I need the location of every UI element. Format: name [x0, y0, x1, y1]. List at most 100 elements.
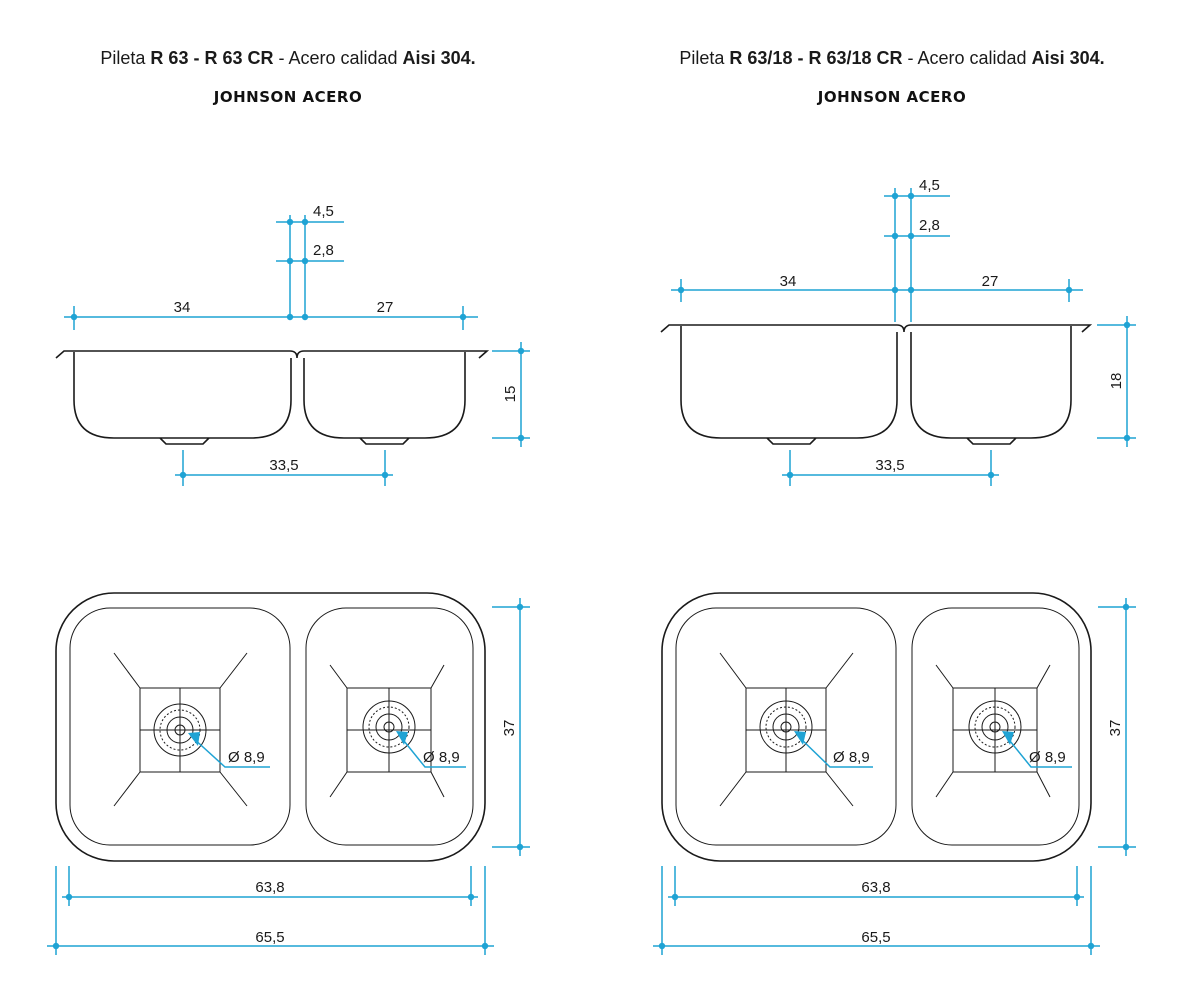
right-dim-dot: [891, 232, 899, 240]
drain-icon: [153, 703, 207, 757]
right-vgap-dim-lines: [884, 188, 950, 322]
right-sink-plan-outline: [661, 592, 1092, 862]
right-dim-outer-width: 65,5: [861, 929, 890, 946]
drain-grate-icon: [765, 706, 807, 748]
left-plan-depth-dim-line: [492, 598, 530, 856]
left-dim-plan-depth: 37: [501, 720, 518, 737]
right-dim-dot: [891, 286, 899, 294]
right-dim-dot: [786, 471, 794, 479]
left-dim-dot: [70, 313, 78, 321]
right-dim-drain-diameter-left: Ø 8,9: [833, 749, 870, 766]
right-dim-dot: [658, 942, 666, 950]
right-plan-depth-dim-line: [1098, 598, 1136, 856]
left-slope-lines-small: [329, 664, 445, 798]
left-dim-dot: [481, 942, 489, 950]
right-title-prefix: Pileta: [679, 48, 730, 68]
right-dim-dot: [1073, 893, 1081, 901]
right-dim-drain-diameter-right: Ø 8,9: [1029, 749, 1066, 766]
left-dim-dot: [459, 313, 467, 321]
right-title-material: Aisi 304.: [1031, 48, 1105, 68]
right-title-model: R 63/18 - R 63/18 CR: [729, 48, 903, 68]
left-drain-crosshair-small: [347, 688, 431, 772]
left-dim-dot: [516, 843, 524, 851]
right-slope-lines-small: [935, 664, 1051, 798]
right-sink-section-outline: [660, 324, 1093, 445]
right-dim-dot: [907, 232, 915, 240]
drain-inner-ring-icon: [375, 713, 403, 741]
left-dim-dot: [52, 942, 60, 950]
drain-center-icon: [780, 721, 792, 733]
left-brand: JOHNSON ACERO: [213, 88, 363, 106]
left-diameter-arrow: [188, 732, 200, 746]
left-width-dim-line: [64, 306, 478, 330]
right-diameter-arrow: [794, 731, 806, 745]
drain-center-icon: [383, 721, 395, 733]
left-slope-lines: [113, 652, 248, 807]
right-basin-small: [911, 607, 1080, 846]
right-dim-dot: [907, 192, 915, 200]
right-drain-crosshair-small: [953, 688, 1037, 772]
left-dim-inner-width: 63,8: [255, 879, 284, 896]
left-dim-dot: [179, 471, 187, 479]
drain-inner-ring-icon: [981, 713, 1009, 741]
left-dim-drain-diameter-left: Ø 8,9: [228, 749, 265, 766]
right-dim-depth: 18: [1108, 373, 1125, 390]
right-dim-drain-spacing: 33,5: [875, 457, 904, 474]
right-dim-top-gap: 4,5: [919, 177, 940, 194]
left-diameter-arrow-small: [396, 731, 408, 745]
right-dim-dot: [907, 286, 915, 294]
right-dim-dot: [1122, 843, 1130, 851]
drain-center-icon: [174, 724, 186, 736]
right-brand: JOHNSON ACERO: [817, 88, 967, 106]
left-sink-section-outline: [55, 350, 490, 445]
right-diameter-arrow-small: [1002, 731, 1014, 745]
right-dim-dot: [987, 471, 995, 479]
drain-center-icon: [989, 721, 1001, 733]
right-plan-view: Ø 8,9 Ø 8,9 37 63,8 65,5: [653, 592, 1136, 955]
left-dim-outer-width: 65,5: [255, 929, 284, 946]
drain-grate-icon: [974, 706, 1016, 748]
right-dim-dot: [1123, 321, 1131, 329]
right-title: Pileta R 63/18 - R 63/18 CR - Acero cali…: [679, 48, 1104, 69]
left-dim-dot: [301, 218, 309, 226]
left-dim-left-bowl: 34: [174, 299, 191, 316]
right-dim-dot: [677, 286, 685, 294]
drain-icon: [362, 700, 416, 754]
left-diameter-leader-small: [399, 735, 466, 768]
drain-icon: [759, 700, 813, 754]
left-dim-drain-diameter-right: Ø 8,9: [423, 749, 460, 766]
left-vgap-dim-lines: [276, 215, 344, 318]
left-dim-dot: [467, 893, 475, 901]
left-title-material: Aisi 304.: [402, 48, 476, 68]
left-section-view: 4,5 2,8 34 27 15 33,5: [55, 203, 530, 486]
right-dim-mid-gap: 2,8: [919, 217, 940, 234]
right-dim-dot: [1065, 286, 1073, 294]
left-dim-dot: [286, 313, 294, 321]
left-dim-dot: [286, 218, 294, 226]
left-basin-big: [69, 607, 291, 846]
left-dim-drain-spacing: 33,5: [269, 457, 298, 474]
right-drain-crosshair: [746, 688, 826, 772]
drain-icon: [968, 700, 1022, 754]
drain-inner-ring-icon: [166, 716, 194, 744]
left-diameter-leader: [191, 736, 270, 768]
left-dim-top-gap: 4,5: [313, 203, 334, 220]
left-outer-width-dim-line: [47, 866, 494, 955]
right-dim-dot: [891, 192, 899, 200]
left-plan-view: Ø 8,9 Ø 8,9 37 63,8 65: [47, 592, 530, 955]
right-width-dim-line: [671, 279, 1083, 302]
right-diameter-leader-small: [1005, 735, 1072, 768]
right-dim-dot: [1122, 603, 1130, 611]
right-drain-spacing-dim-line: [782, 450, 999, 486]
left-drain-crosshair: [140, 688, 220, 772]
right-dim-plan-depth: 37: [1107, 720, 1124, 737]
right-dim-left-bowl: 34: [780, 273, 797, 290]
left-dim-dot: [301, 257, 309, 265]
drain-grate-icon: [159, 709, 201, 751]
drain-grate-icon: [368, 706, 410, 748]
right-dim-right-bowl: 27: [982, 273, 999, 290]
right-slope-lines: [719, 652, 854, 807]
left-drain-spacing-dim-line: [175, 450, 393, 486]
